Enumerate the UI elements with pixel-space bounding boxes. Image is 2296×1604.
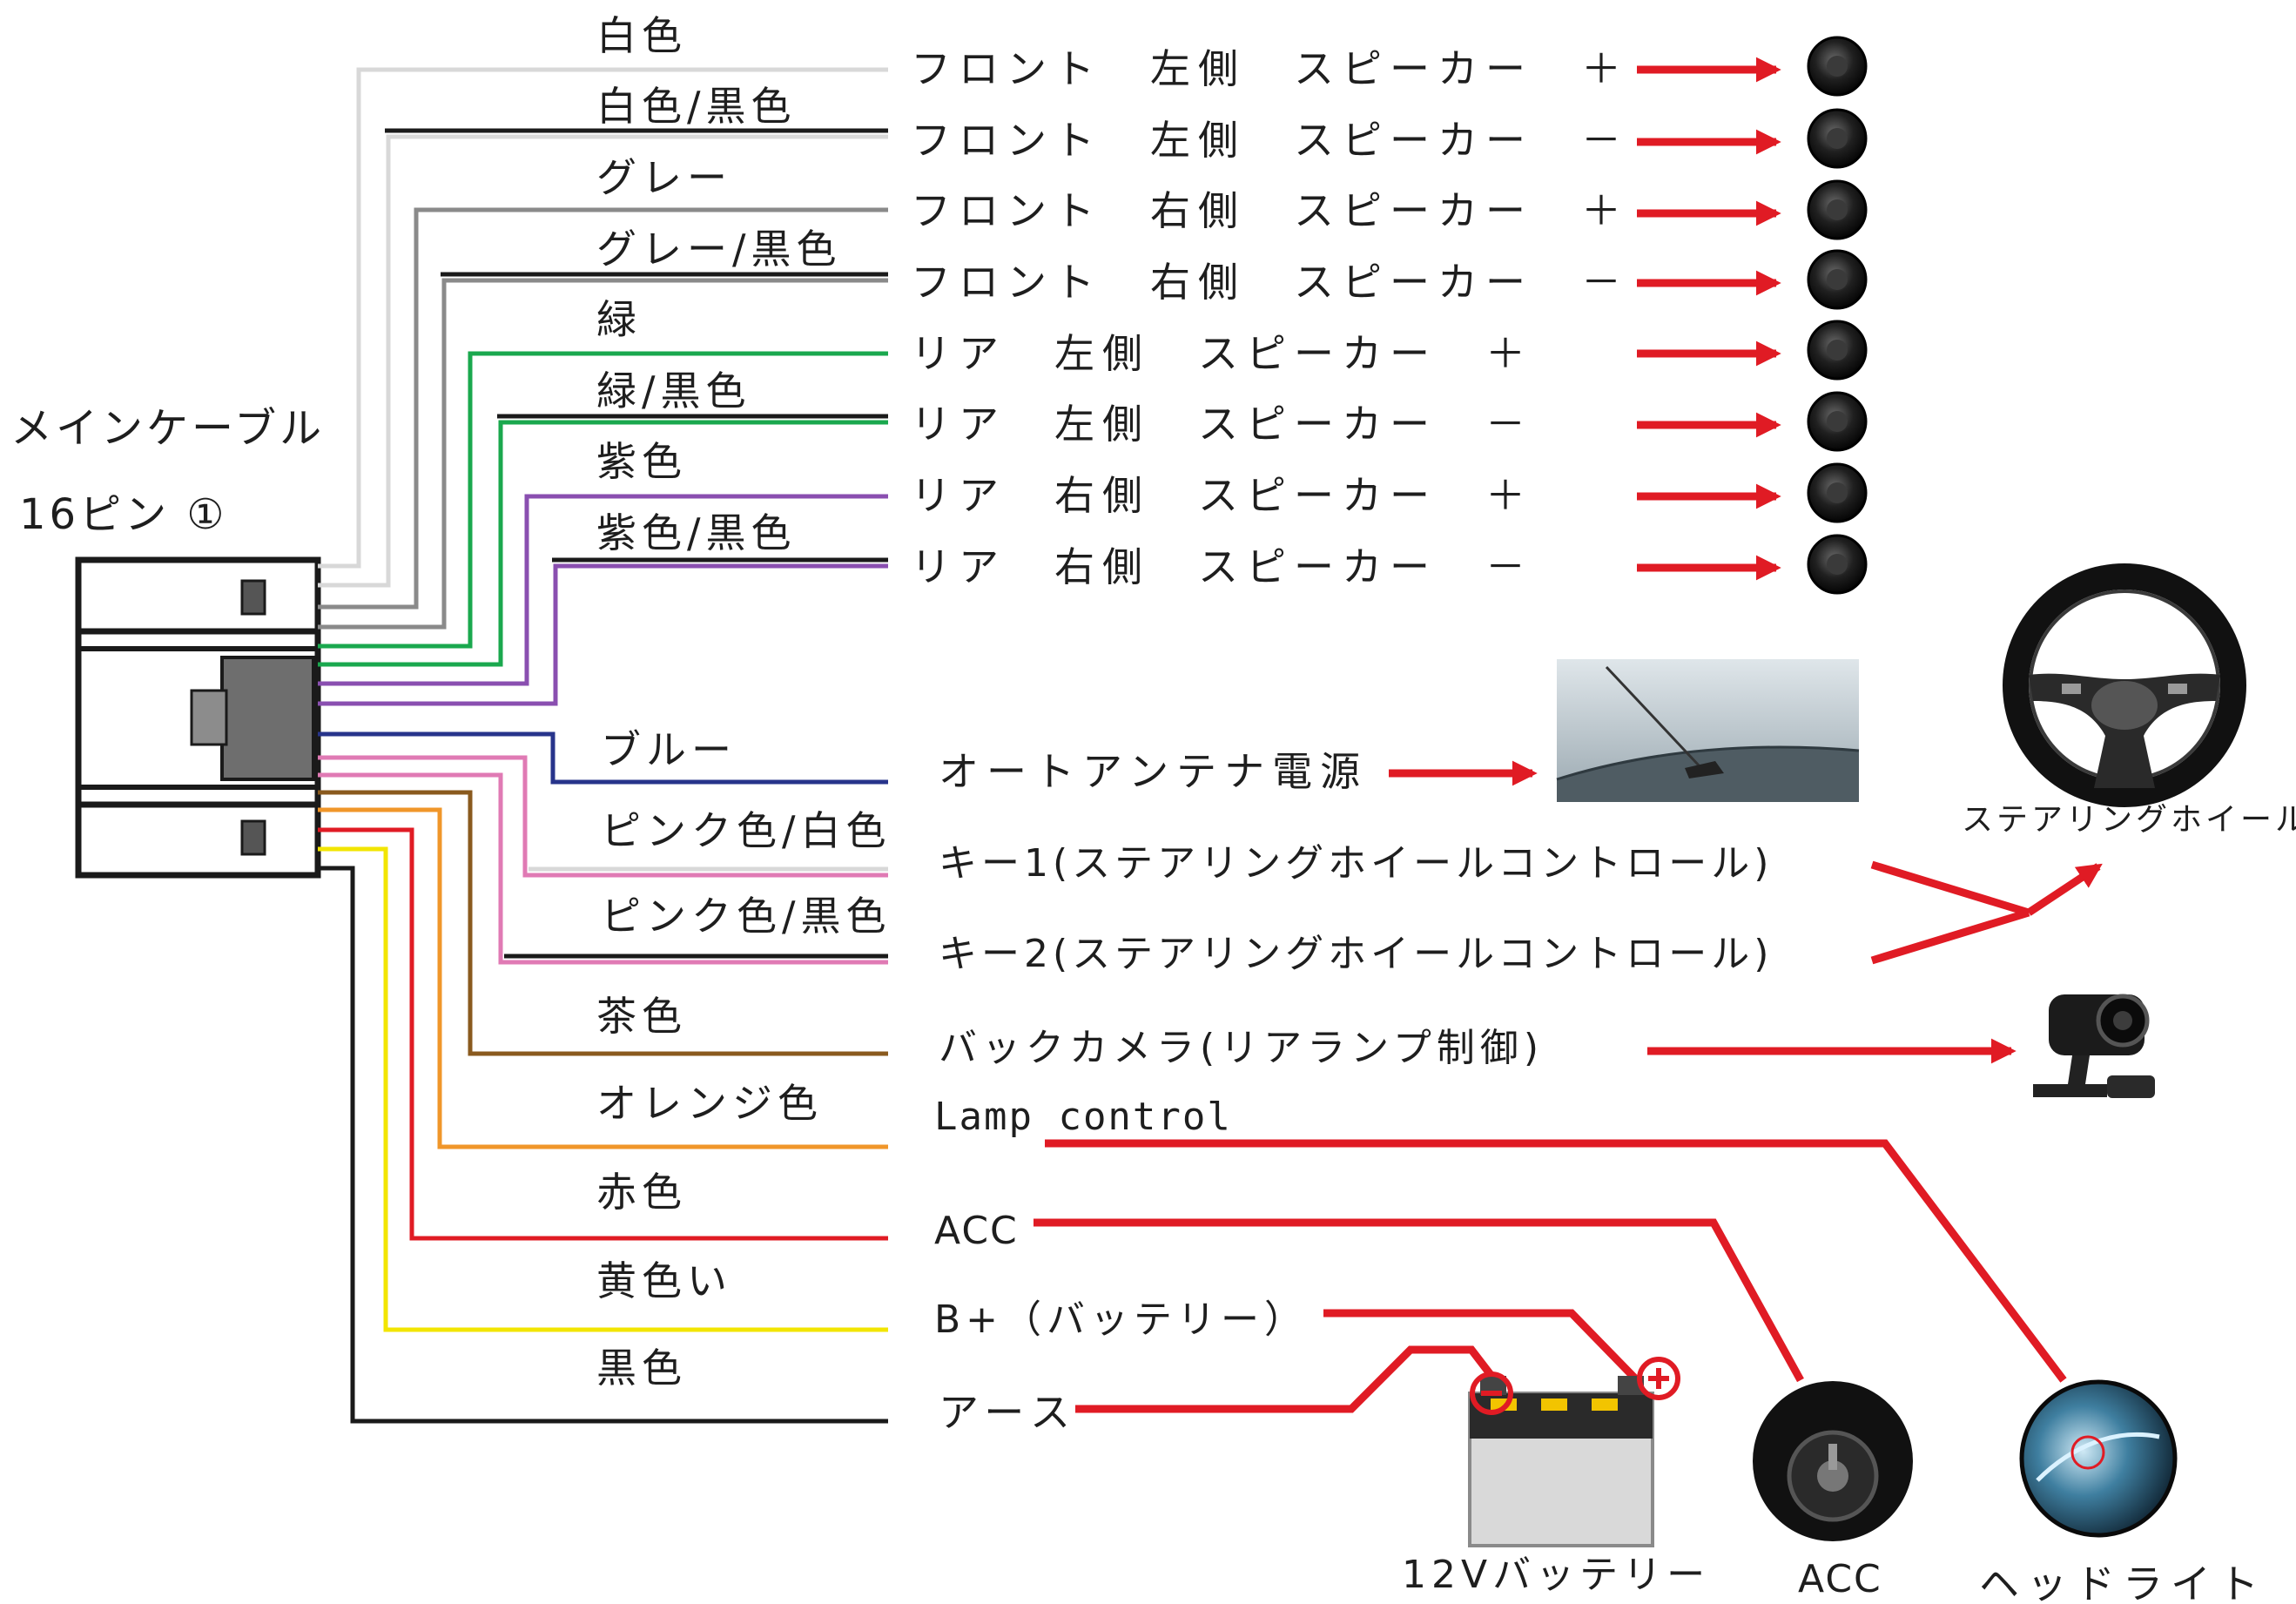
- function-back-camera: バックカメラ(リアランプ制御): [939, 1026, 1544, 1070]
- function-rear-right-plus: リア 右側 スピーカー ＋: [911, 472, 1533, 519]
- function-rear-right-minus: リア 右側 スピーカー －: [911, 543, 1533, 590]
- link-group: [1034, 57, 2103, 1413]
- function-rear-left-plus: リア 左側 スピーカー ＋: [911, 330, 1533, 377]
- wire-label-orange: オレンジ色: [596, 1080, 823, 1127]
- battery-image: [1468, 1357, 1680, 1547]
- connector-16pin: [75, 556, 321, 879]
- wire-label-blue: ブルー: [601, 726, 737, 773]
- function-front-left-minus: フロント 左側 スピーカー －: [911, 117, 1629, 164]
- speaker-cone-0: [1827, 56, 1848, 77]
- wire-label-green: 緑: [596, 296, 642, 343]
- wire-group: [318, 67, 888, 1424]
- function-battery-plus: B+（バッテリー）: [934, 1297, 1308, 1342]
- speaker-group: [1807, 36, 1868, 595]
- acc-ignition-image: [1753, 1381, 1913, 1541]
- function-lamp-control: Lamp control: [934, 1095, 1232, 1139]
- wire-label-green-black: 緑/黒色: [596, 367, 751, 414]
- function-key1: キー1(ステアリングホイールコントロール): [939, 841, 1773, 886]
- function-auto-antenna: オートアンテナ電源: [939, 748, 1368, 795]
- headlight-label: ヘッドライト: [1979, 1560, 2266, 1604]
- function-ground: アース: [939, 1389, 1078, 1436]
- function-acc: ACC: [934, 1209, 1019, 1253]
- antenna-image: [1556, 659, 1860, 802]
- function-front-right-plus: フロント 右側 スピーカー ＋: [911, 187, 1629, 234]
- wire-3: [318, 278, 888, 630]
- speaker-cone-5: [1827, 411, 1848, 432]
- wire-label-black: 黒色: [596, 1345, 687, 1392]
- back-camera-image: [2033, 994, 2155, 1098]
- wire-4: [318, 351, 888, 649]
- wire-lower-7: [318, 866, 888, 1424]
- wire-label-white: 白色: [596, 12, 687, 59]
- speaker-cone-2: [1827, 199, 1848, 220]
- function-rear-left-minus: リア 左側 スピーカー －: [911, 401, 1533, 448]
- function-key2: キー2(ステアリングホイールコントロール): [939, 932, 1773, 976]
- wire-lower-4: [318, 807, 888, 1149]
- key1-link: [1870, 860, 2030, 917]
- steering-wheel-image: [2003, 563, 2246, 807]
- battery-plus-link: [1323, 1309, 1640, 1384]
- wire-label-yellow: 黄色い: [596, 1257, 732, 1304]
- acc-label: ACC: [1798, 1557, 1882, 1601]
- wire-label-purple: 紫色: [596, 438, 687, 485]
- wire-2: [318, 207, 888, 610]
- speaker-cone-1: [1827, 128, 1848, 149]
- main-cable-label: メインケーブル: [10, 404, 325, 453]
- wire-label-pink-black: ピンク色/黒色: [601, 893, 892, 940]
- wire-6: [318, 494, 888, 686]
- wire-lower-0: [318, 731, 888, 785]
- function-front-right-minus: フロント 右側 スピーカー －: [911, 259, 1629, 306]
- wire-label-red: 赤色: [596, 1169, 687, 1216]
- wire-label-gray-black: グレー/黒色: [596, 226, 842, 273]
- function-front-left-plus: フロント 左側 スピーカー ＋: [911, 45, 1629, 92]
- headlight-image: [2019, 1379, 2178, 1538]
- wire-label-white-black: 白色/黒色: [596, 83, 797, 130]
- wire-7: [318, 563, 888, 706]
- wire-lower-5: [318, 827, 888, 1241]
- wire-lower-1: [318, 755, 888, 878]
- ground-link: [1075, 1345, 1495, 1413]
- wire-0: [318, 67, 888, 569]
- wire-label-gray: グレー: [596, 154, 732, 201]
- steering-arrow: [2026, 863, 2103, 916]
- wire-5: [318, 420, 888, 667]
- wire-lower-6: [318, 846, 888, 1332]
- steering-wheel-label: ステアリングホイール: [1962, 802, 2296, 838]
- wire-label-purple-black: 紫色/黒色: [596, 509, 797, 556]
- speaker-cone-3: [1827, 269, 1848, 290]
- wire-label-brown: 茶色: [596, 993, 687, 1040]
- wire-lower-2: [318, 772, 888, 965]
- acc-link: [1034, 1218, 1804, 1383]
- battery-label: 12Vバッテリー: [1402, 1553, 1710, 1597]
- speaker-cone-6: [1827, 482, 1848, 503]
- speaker-cone-4: [1827, 340, 1848, 361]
- wire-lower-3: [318, 790, 888, 1056]
- lamp-link: [1045, 1139, 2067, 1383]
- key2-link: [1870, 908, 2030, 965]
- speaker-cone-7: [1827, 554, 1848, 575]
- wire-label-pink-white: ピンク色/白色: [601, 807, 892, 854]
- wire-1: [318, 134, 888, 588]
- pin-count-label: 16ピン ①: [19, 490, 227, 539]
